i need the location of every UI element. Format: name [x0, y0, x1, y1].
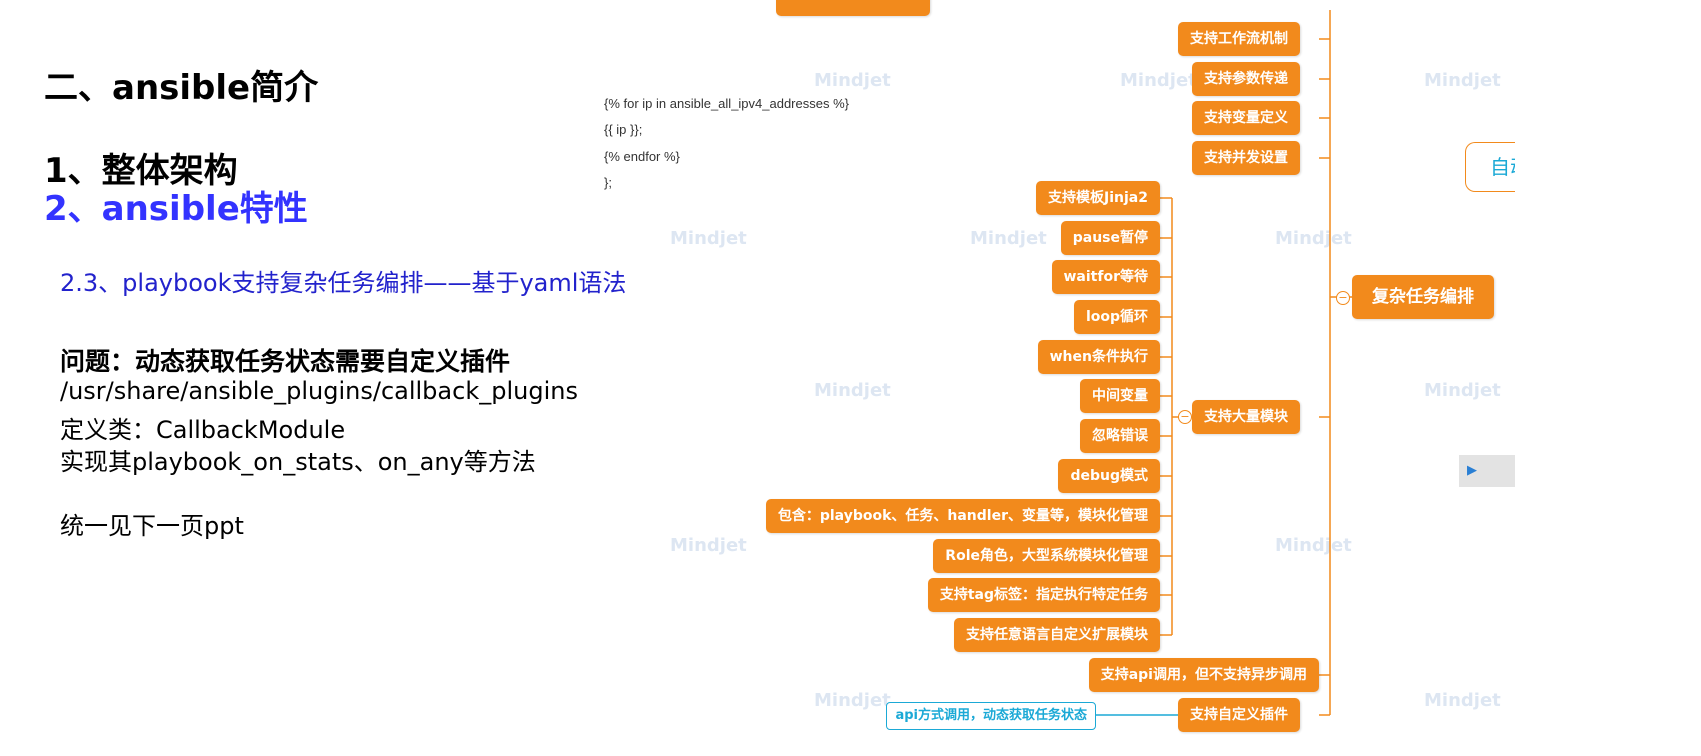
mindmap-node-concurrency[interactable]: 支持并发设置 [1192, 141, 1300, 175]
mindmap-node-tag[interactable]: 支持tag标签：指定执行特定任务 [927, 578, 1160, 612]
watermark: Mindjet [670, 228, 747, 249]
mindmap-node-when[interactable]: when条件执行 [1037, 340, 1160, 374]
mindmap-node-param-passing[interactable]: 支持参数传递 [1192, 62, 1300, 96]
partial-node[interactable] [776, 0, 930, 16]
code-line: {% endfor %} [604, 149, 680, 164]
mindmap-node-role[interactable]: Role角色，大型系统模块化管理 [933, 539, 1160, 573]
section-architecture: 1、整体架构 [44, 151, 238, 191]
mindmap-node-ignore-errors[interactable]: 忽略错误 [1080, 419, 1160, 453]
collapse-icon[interactable]: − [1178, 410, 1192, 424]
watermark: Mindjet [1275, 228, 1352, 249]
section-features: 2、ansible特性 [44, 189, 308, 229]
mindmap-canvas: Mindjet Mindjet Mindjet Mindjet Mindjet … [670, 0, 1515, 756]
mindmap-node-variable-definition[interactable]: 支持变量定义 [1192, 101, 1300, 135]
code-line: }; [604, 175, 612, 190]
question-line: 实现其playbook_on_stats、on_any等方法 [60, 448, 536, 476]
watermark: Mindjet [1120, 70, 1197, 91]
code-line: {{ ip }}; [604, 122, 643, 137]
mindmap-node-waitfor[interactable]: waitfor等待 [1051, 260, 1160, 294]
mindmap-node-include[interactable]: 包含：playbook、任务、handler、变量等，模块化管理 [765, 499, 1160, 533]
mindmap-node-loop[interactable]: loop循环 [1073, 300, 1160, 334]
mindmap-node-custom-plugin[interactable]: 支持自定义插件 [1178, 698, 1300, 732]
watermark: Mindjet [1275, 535, 1352, 556]
code-line: {% for ip in ansible_all_ipv4_addresses … [604, 96, 849, 111]
subsection-playbook: 2.3、playbook支持复杂任务编排——基于yaml语法 [60, 269, 627, 297]
mindmap-node-api-dynamic[interactable]: api方式调用，动态获取任务状态 [886, 702, 1096, 730]
mindmap-node-pause[interactable]: pause暂停 [1060, 221, 1160, 255]
question-title: 问题：动态获取任务状态需要自定义插件 [60, 347, 511, 376]
watermark: Mindjet [814, 70, 891, 91]
question-line: 定义类：CallbackModule [60, 416, 346, 444]
note-text: 统一见下一页ppt [60, 512, 244, 540]
watermark: Mindjet [670, 535, 747, 556]
watermark: Mindjet [1424, 70, 1501, 91]
watermark: Mindjet [814, 380, 891, 401]
mindmap-node-workflow[interactable]: 支持工作流机制 [1178, 22, 1300, 56]
mindmap-central-node[interactable]: 复杂任务编排 [1352, 275, 1494, 319]
mindmap-node-intermediate-var[interactable]: 中间变量 [1080, 379, 1160, 413]
mindmap-node-custom-module[interactable]: 支持任意语言自定义扩展模块 [954, 618, 1160, 652]
collapse-icon[interactable]: − [1336, 291, 1350, 305]
question-line: /usr/share/ansible_plugins/callback_plug… [60, 377, 578, 405]
play-button[interactable]: ▶ [1459, 455, 1515, 487]
watermark: Mindjet [814, 690, 891, 711]
mindmap-node-debug[interactable]: debug模式 [1058, 459, 1160, 493]
watermark: Mindjet [970, 228, 1047, 249]
mindmap-node-api[interactable]: 支持api调用，但不支持异步调用 [1088, 658, 1319, 692]
mindmap-node-auto-partial[interactable]: 自动 [1465, 142, 1515, 192]
slide-title: 二、ansible简介 [44, 68, 319, 108]
mindmap-node-many-modules[interactable]: 支持大量模块 [1192, 400, 1300, 434]
connector-lines [1096, 10, 1352, 716]
mindmap-node-jinja2[interactable]: 支持模板Jinja2 [1036, 181, 1160, 215]
watermark: Mindjet [1424, 380, 1501, 401]
watermark: Mindjet [1424, 690, 1501, 711]
